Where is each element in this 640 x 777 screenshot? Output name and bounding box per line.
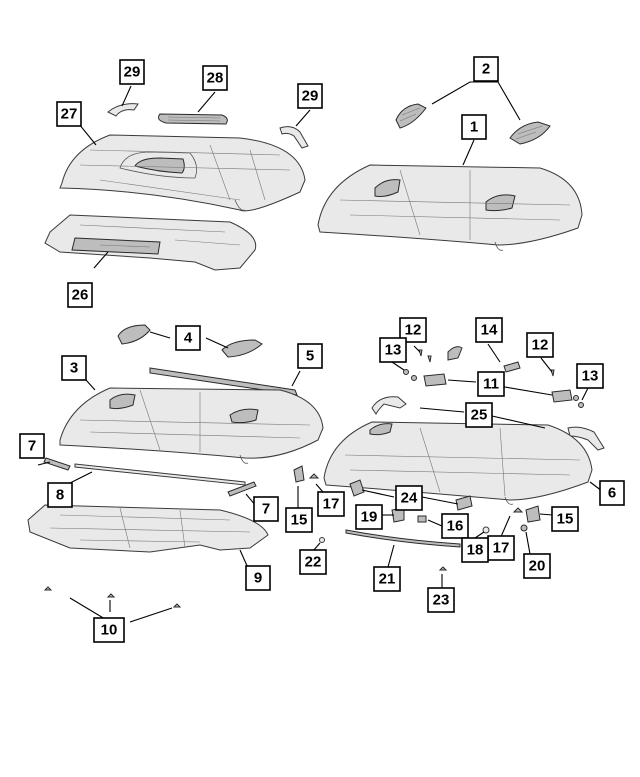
callout-13-right: 13	[576, 363, 604, 389]
svg-text:9: 9	[254, 570, 262, 587]
callout-24: 24	[395, 485, 423, 511]
callout-7-left: 7	[19, 433, 45, 459]
hood-vent-4-left	[117, 324, 151, 345]
callout-16: 16	[441, 513, 469, 539]
hinge-parts-15-17	[293, 465, 541, 523]
hood-vent-25-left	[371, 396, 407, 415]
small-parts-18-20-22-23	[319, 524, 528, 571]
callout-21: 21	[373, 566, 401, 592]
svg-text:5: 5	[306, 348, 314, 365]
svg-text:25: 25	[471, 407, 488, 424]
hood-assembly-27	[59, 134, 306, 212]
hood-vent-29-right	[279, 126, 309, 149]
callout-29-left: 29	[119, 59, 145, 85]
svg-text:17: 17	[323, 496, 340, 513]
hood-bumper-7-right	[227, 481, 257, 497]
hood-bumper-7-left	[43, 457, 71, 471]
callout-8: 8	[47, 482, 73, 508]
svg-text:2: 2	[482, 61, 490, 78]
hood-vent-29-left	[107, 103, 139, 117]
callout-19: 19	[355, 504, 383, 530]
callout-4: 4	[175, 325, 201, 351]
svg-text:3: 3	[70, 360, 78, 377]
svg-text:7: 7	[262, 501, 270, 518]
hood-vent-2-right	[509, 121, 551, 145]
hood-vent-2-left	[395, 103, 427, 129]
callout-10: 10	[93, 617, 125, 643]
svg-text:28: 28	[207, 70, 224, 87]
cable-21	[345, 529, 461, 548]
callout-18: 18	[461, 537, 489, 563]
svg-text:29: 29	[302, 88, 319, 105]
svg-text:18: 18	[467, 542, 484, 559]
callout-22: 22	[299, 549, 327, 575]
svg-text:26: 26	[72, 287, 89, 304]
hood-vent-25-right	[567, 426, 605, 451]
svg-text:7: 7	[28, 438, 36, 455]
svg-text:21: 21	[379, 571, 396, 588]
svg-text:4: 4	[184, 330, 193, 347]
callout-13-left: 13	[379, 337, 407, 363]
callout-labels: 29 28 29 27 26 2 1 4 5 3 7 8 7 9 10 12 1…	[19, 56, 625, 643]
hood-vent-4-right	[221, 339, 263, 358]
latch-parts-24-19-16	[349, 479, 473, 523]
callout-7-right: 7	[253, 496, 279, 522]
hood-scoop-28	[158, 113, 228, 125]
callout-5: 5	[297, 343, 323, 369]
hood-seal-8	[74, 463, 246, 486]
hood-insulator-26	[44, 214, 257, 271]
svg-text:8: 8	[56, 487, 64, 504]
svg-text:1: 1	[470, 119, 478, 136]
callout-12-right: 12	[526, 332, 554, 358]
svg-text:6: 6	[608, 485, 616, 502]
svg-text:12: 12	[532, 337, 549, 354]
callout-28: 28	[202, 65, 228, 91]
hood-assembly-1	[317, 164, 583, 251]
callout-23: 23	[427, 587, 455, 613]
callout-29-right: 29	[297, 83, 323, 109]
svg-text:14: 14	[481, 322, 498, 339]
svg-text:15: 15	[557, 511, 574, 528]
svg-text:10: 10	[101, 622, 118, 639]
latch-11	[423, 373, 573, 403]
hood-assembly-3	[59, 387, 324, 464]
svg-text:19: 19	[361, 509, 378, 526]
callout-20: 20	[523, 553, 551, 579]
hood-insulator-9	[27, 504, 269, 553]
fasteners-10	[43, 586, 182, 608]
callout-15-left: 15	[285, 507, 313, 533]
svg-text:22: 22	[305, 554, 322, 571]
callout-17-left: 17	[317, 491, 345, 517]
callout-1: 1	[461, 114, 487, 140]
svg-text:12: 12	[405, 322, 422, 339]
callout-15-right: 15	[551, 506, 579, 532]
svg-text:15: 15	[291, 512, 308, 529]
svg-text:23: 23	[433, 592, 450, 609]
svg-text:16: 16	[447, 518, 464, 535]
screws-12	[418, 349, 555, 377]
svg-text:24: 24	[401, 490, 418, 507]
callout-17-right: 17	[487, 535, 515, 561]
callout-25: 25	[465, 402, 493, 428]
callout-26: 26	[67, 282, 93, 308]
callout-2: 2	[473, 56, 499, 82]
callout-14: 14	[475, 317, 503, 343]
hood-seal-5	[149, 367, 298, 396]
svg-text:17: 17	[493, 540, 510, 557]
callout-9: 9	[245, 565, 271, 591]
svg-text:29: 29	[124, 64, 141, 81]
svg-text:13: 13	[385, 342, 402, 359]
svg-text:27: 27	[61, 106, 78, 123]
callout-3: 3	[61, 355, 87, 381]
callout-11: 11	[477, 371, 505, 397]
callout-6: 6	[599, 480, 625, 506]
svg-text:13: 13	[582, 368, 599, 385]
nuts-13	[403, 369, 584, 408]
callout-27: 27	[56, 101, 82, 127]
svg-text:11: 11	[483, 376, 499, 393]
latch-brackets-14	[447, 346, 521, 373]
svg-text:20: 20	[529, 558, 546, 575]
